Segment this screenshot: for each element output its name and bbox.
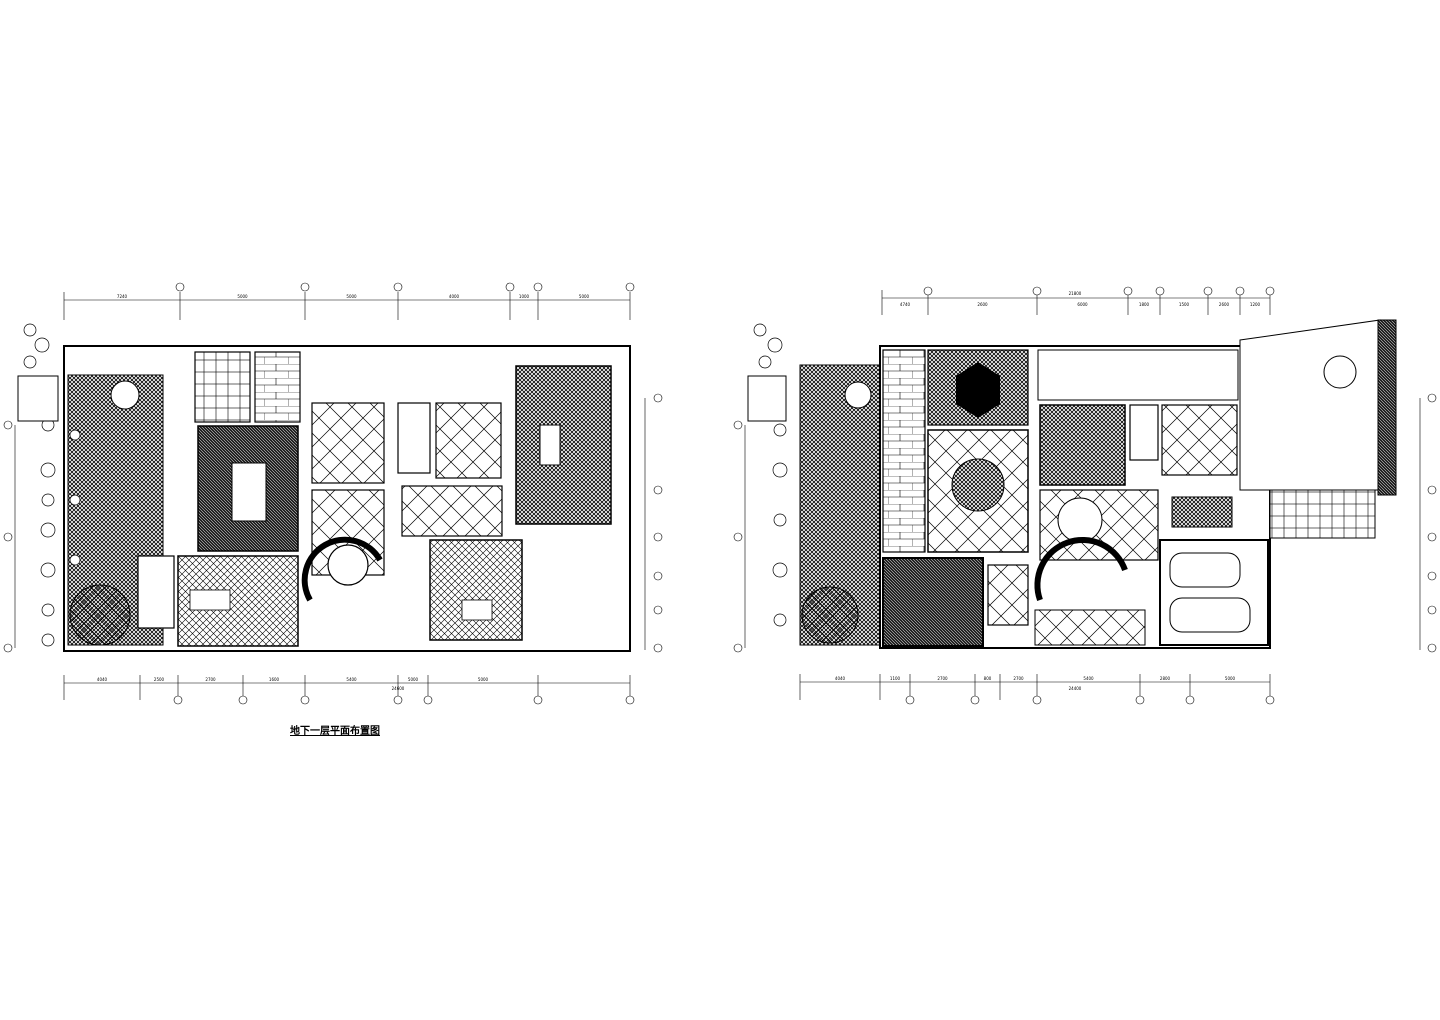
dimension-value: 1600 <box>269 677 280 682</box>
left-lounge-room <box>429 539 523 641</box>
right-bath-1 <box>1129 404 1159 461</box>
dimension-value: 2600 <box>977 302 988 307</box>
dimension-value: 4740 <box>900 302 911 307</box>
right-left-dimension-line <box>733 420 746 653</box>
right-bottom-dimension-line <box>799 674 1271 700</box>
dimension-value: 4000 <box>449 294 460 299</box>
right-dining-table <box>951 458 1005 512</box>
dimension-value: 7240 <box>117 294 128 299</box>
left-plan-title: 地下一层平面布置图 <box>290 726 380 737</box>
right-grid-bubbles-top <box>923 286 1275 296</box>
dimension-total: 24600 <box>392 686 405 691</box>
dimension-total: 24400 <box>1069 686 1082 691</box>
left-left-dimension-line <box>3 420 16 653</box>
right-floor-plan: 4740 2600 6000 1800 1500 2600 1200 21800 <box>733 286 1437 705</box>
right-top-dimension-texts: 4740 2600 6000 1800 1500 2600 1200 21800 <box>900 291 1261 307</box>
right-bath-2 <box>1161 404 1238 476</box>
left-bath-room-2 <box>435 402 502 479</box>
right-deck-hedge <box>1377 319 1397 496</box>
left-living-table <box>231 462 267 522</box>
right-bottom-dimension-texts: 4040 1100 2700 800 2700 5400 2800 5000 24400 <box>835 676 1236 691</box>
dimension-value: 5000 <box>408 677 419 682</box>
left-round-dining-table <box>327 544 369 586</box>
right-deck <box>1239 319 1381 491</box>
dimension-value: 1100 <box>890 676 901 681</box>
dimension-value: 5000 <box>1225 676 1236 681</box>
dimension-value: 2500 <box>154 677 165 682</box>
left-bookshelf-room <box>254 351 301 423</box>
left-grid-bubbles-top <box>175 282 635 292</box>
dimension-value: 5000 <box>478 677 489 682</box>
right-utility-room <box>987 564 1029 626</box>
dimension-value: 5400 <box>346 677 357 682</box>
left-spiral-staircase <box>301 536 383 602</box>
left-bathroom <box>397 402 431 474</box>
right-side-cabinet <box>1171 496 1233 528</box>
dimension-value: 5000 <box>237 294 248 299</box>
right-exterior-stairs <box>1269 489 1376 539</box>
right-garden-tree <box>801 586 859 644</box>
left-top-dimension-texts: 7240 5000 5000 4000 1000 5000 <box>117 294 590 299</box>
right-foyer-umbrella <box>956 362 1000 418</box>
right-media-room <box>882 557 984 647</box>
left-stair-room <box>137 555 175 629</box>
right-patio-umbrella <box>844 381 872 409</box>
left-right-dimension-line <box>644 393 663 653</box>
dimension-value: 1200 <box>1250 302 1261 307</box>
right-terrace <box>1037 349 1239 401</box>
dimension-value: 4040 <box>835 676 846 681</box>
dimension-total: 21800 <box>1069 291 1082 296</box>
right-grid-bubbles-bottom <box>905 695 1275 705</box>
right-right-dimension-line <box>1419 393 1437 653</box>
dimension-value: 5000 <box>579 294 590 299</box>
left-outer-wall <box>63 345 631 652</box>
dimension-value: 6000 <box>1077 302 1088 307</box>
right-spiral-staircase <box>1034 536 1128 601</box>
left-patio-umbrella <box>110 380 140 410</box>
right-car-2 <box>1169 597 1251 633</box>
left-top-dimension-line <box>63 292 631 320</box>
right-round-feature <box>1057 497 1103 543</box>
left-garden-tree <box>69 584 131 646</box>
left-hall-room <box>401 485 503 537</box>
right-shrubs <box>753 323 788 627</box>
right-car-1 <box>1169 552 1241 588</box>
dimension-value: 5400 <box>1083 676 1094 681</box>
left-tile-room <box>194 351 251 423</box>
dimension-value: 5000 <box>346 294 357 299</box>
dimension-value: 2800 <box>1160 676 1171 681</box>
left-entry-steps <box>17 375 59 422</box>
dimension-value: 4040 <box>97 677 108 682</box>
right-entry-steps <box>747 375 787 422</box>
dimension-value: 1500 <box>1179 302 1190 307</box>
left-shrubs <box>23 323 81 647</box>
left-floor-plan: 7240 5000 5000 4000 1000 5000 <box>3 282 663 705</box>
left-mid-room-1 <box>311 402 385 484</box>
dimension-value: 800 <box>984 676 992 681</box>
left-study-desk <box>189 589 231 611</box>
right-kitchen <box>1039 404 1126 486</box>
dimension-value: 2700 <box>205 677 216 682</box>
left-master-bedroom <box>515 365 612 525</box>
dimension-value: 1000 <box>519 294 530 299</box>
left-lounge-sofa <box>461 599 493 621</box>
dimension-value: 2700 <box>1013 676 1024 681</box>
left-bed <box>539 424 561 466</box>
right-brick-corridor <box>882 349 926 553</box>
right-deck-umbrella <box>1323 355 1357 389</box>
dimension-value: 1800 <box>1139 302 1150 307</box>
right-lower-corridor <box>1034 609 1146 646</box>
left-grid-bubbles-bottom <box>173 695 635 705</box>
dimension-value: 2700 <box>937 676 948 681</box>
dimension-value: 2600 <box>1219 302 1230 307</box>
